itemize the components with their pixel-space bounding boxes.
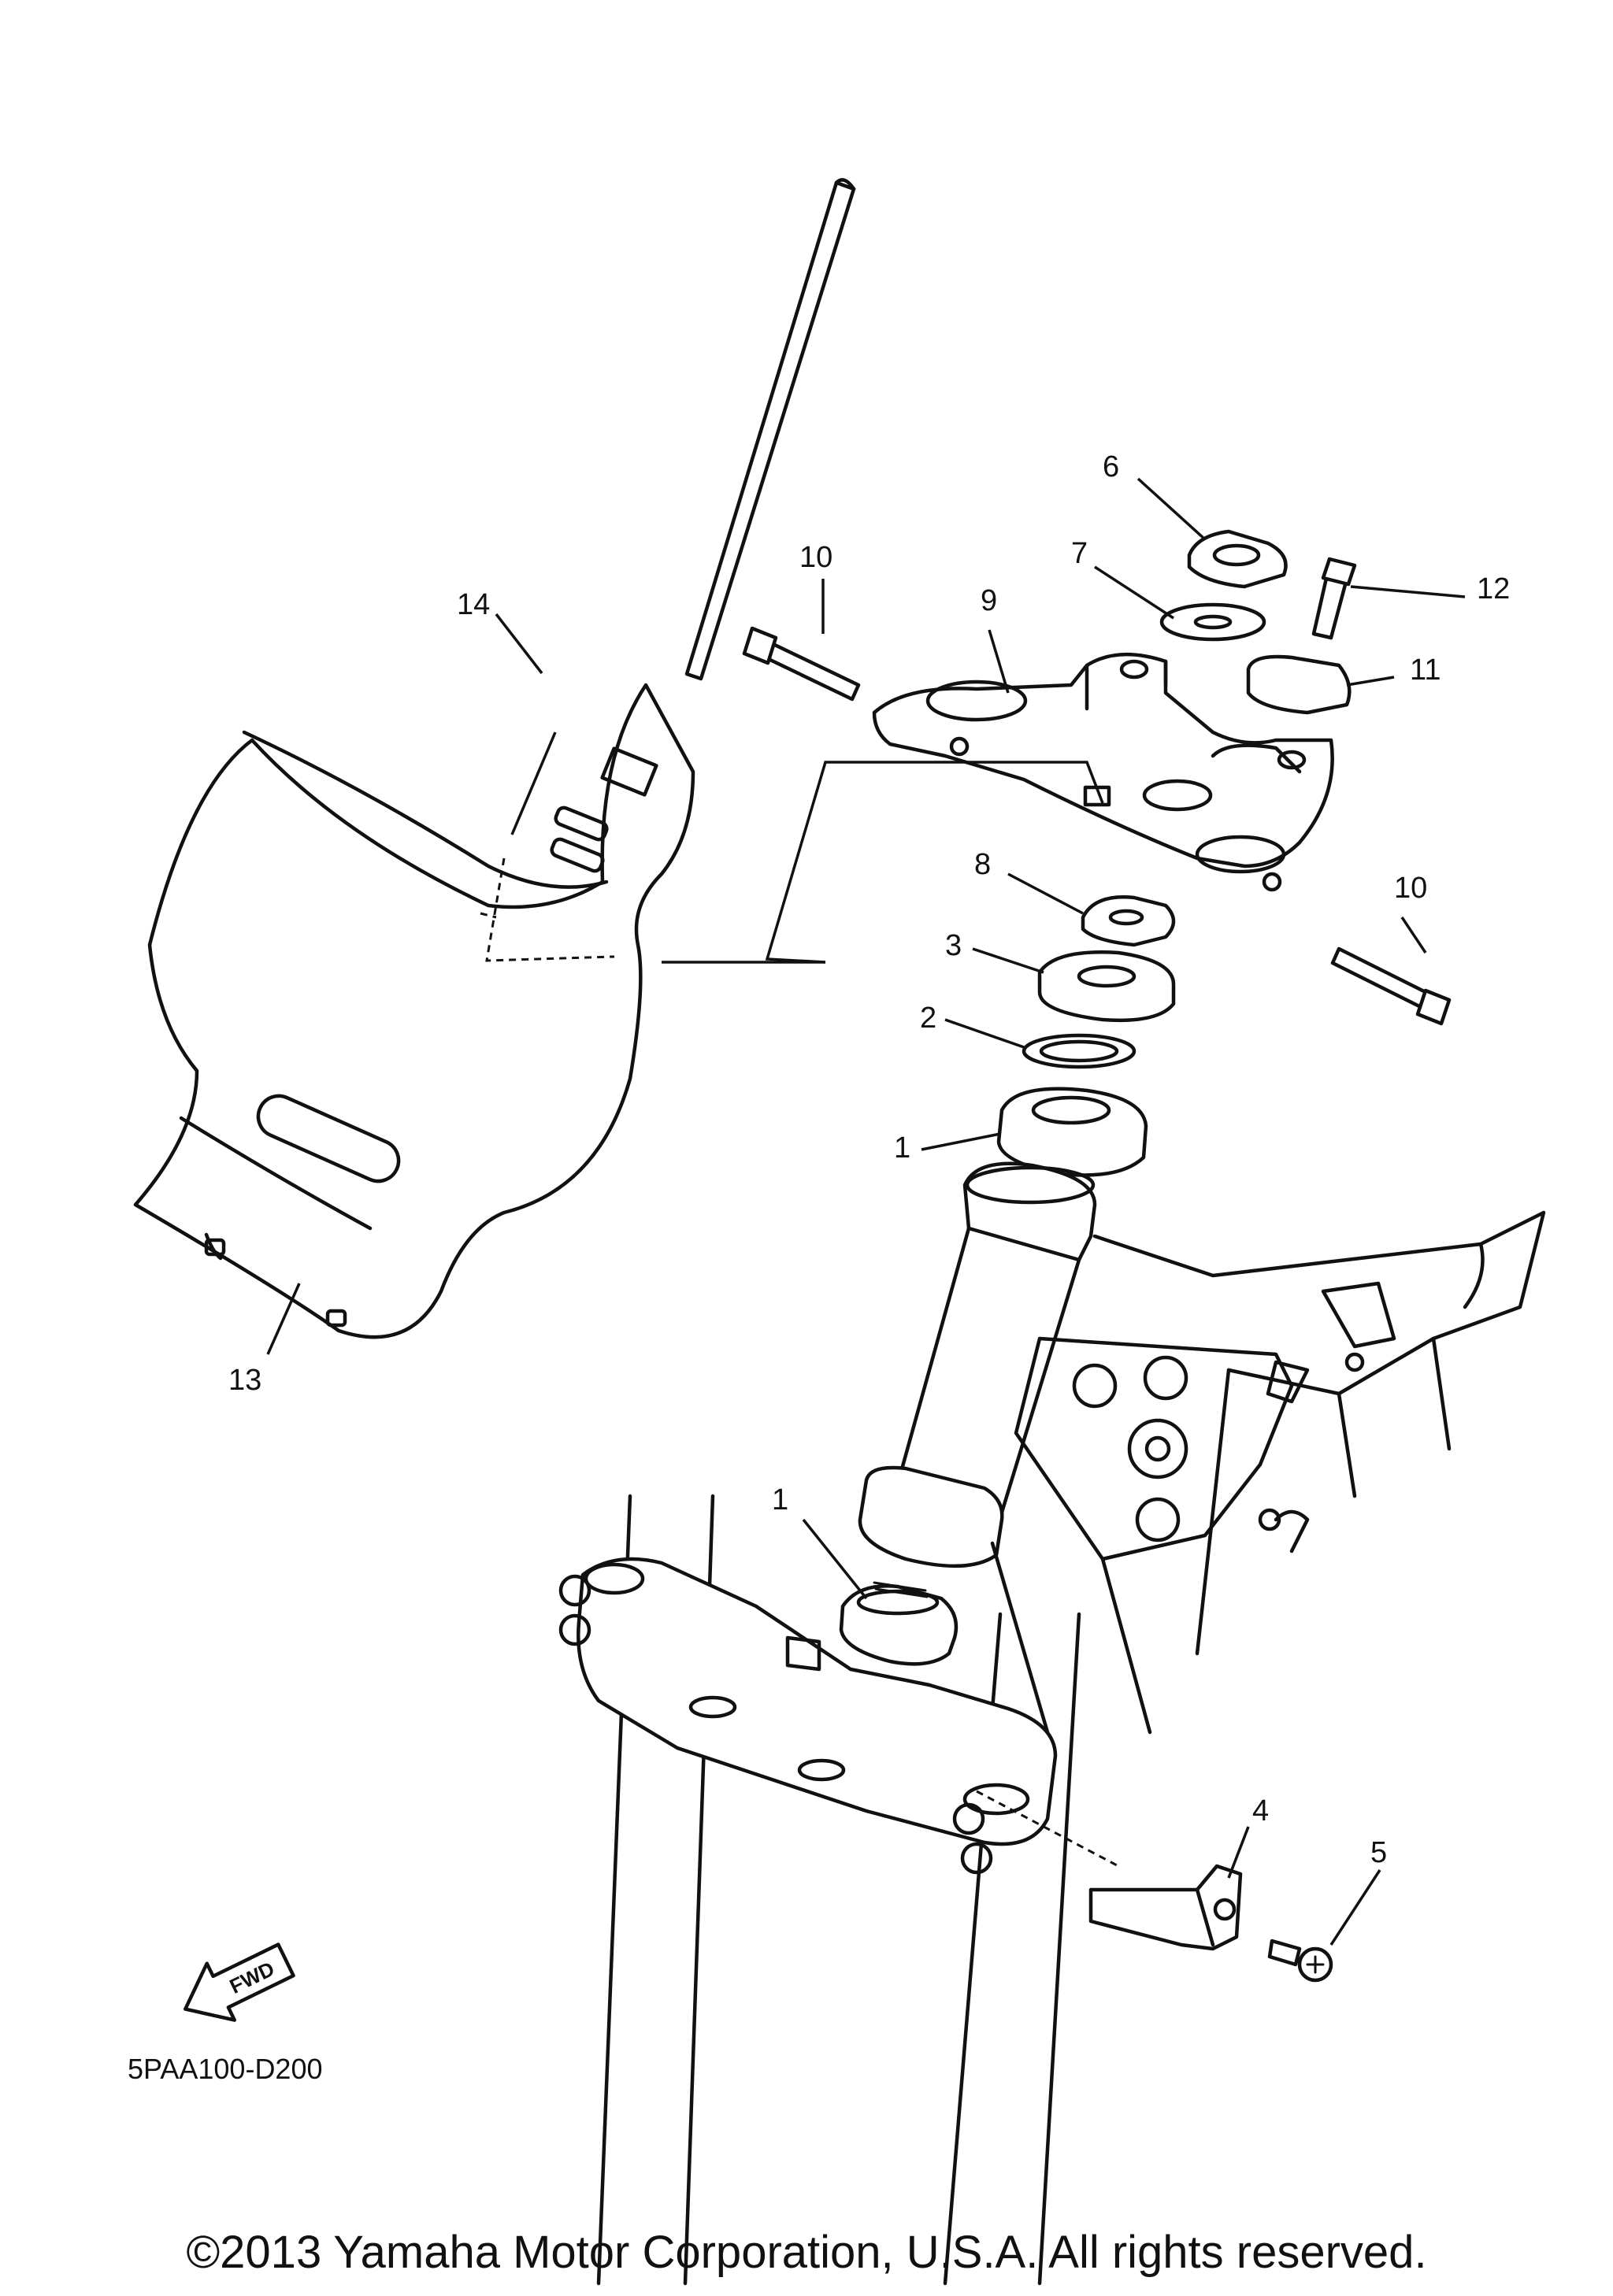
callout-1: 1 (772, 1483, 788, 1516)
callout-7: 6 (1103, 450, 1119, 483)
callout-5: 5 (1370, 1836, 1387, 1869)
callout-3: 3 (945, 929, 962, 962)
fwd-arrow: FWD (184, 1942, 295, 2022)
callout-10: 10 (1394, 872, 1427, 905)
callout-2: 2 (920, 1002, 936, 1035)
callout-11: 11 (1410, 654, 1441, 687)
callout-14: 14 (457, 588, 490, 621)
callout-12: 12 (1477, 572, 1510, 605)
callout-10: 10 (799, 541, 832, 574)
frame-head-pipe (858, 1161, 1546, 1735)
callout-9: 9 (981, 584, 997, 617)
callout-4: 4 (1252, 1794, 1269, 1828)
upper-bracket (742, 529, 1452, 1026)
callout-8: 7 (1071, 537, 1088, 570)
callout-13: 13 (228, 1364, 261, 1397)
callout-numbers: 6 7 10 9 12 11 14 8 10 3 2 1 13 1 4 5 (228, 450, 1510, 1869)
diagram-code: 5PAA100-D200 (128, 2053, 323, 2085)
callout-1: 1 (894, 1131, 910, 1165)
copyright-notice: ©2013 Yamaha Motor Corporation, U.S.A. A… (186, 2227, 1426, 2278)
leader-lines (266, 477, 1466, 1946)
stem-bearing-parts (996, 895, 1176, 1177)
number-plate (133, 178, 856, 1339)
lower-bracket (558, 1494, 1333, 2286)
callout-6: 8 (974, 848, 991, 881)
